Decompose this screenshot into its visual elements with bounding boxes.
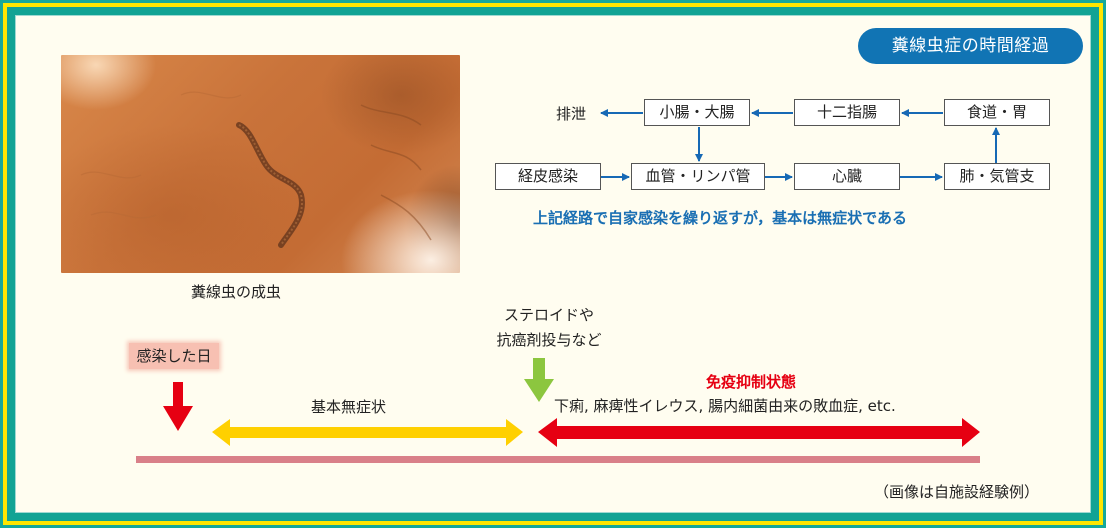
trigger-line-2: 抗癌剤投与など: [496, 331, 602, 349]
footnote: （画像は自施設経験例）: [874, 483, 1040, 501]
photo-caption: 糞線虫の成虫: [191, 283, 282, 301]
trigger-line-1: ステロイドや: [503, 306, 594, 324]
immunosuppressed-label: 免疫抑制状態: [706, 373, 797, 391]
flow-node-blood-lymph-vessels: 血管・リンパ管: [631, 163, 765, 190]
infection-day-label: 感染した日: [129, 343, 219, 369]
flow-arrows: [600, 109, 1000, 181]
content-panel: 糞線虫症の時間経過 糞線虫の成虫 排泄: [15, 15, 1091, 513]
title-badge: 糞線虫症の時間経過: [858, 28, 1083, 64]
worm-illustration: [80, 91, 432, 248]
autoinfection-note: 上記経路で自家感染を繰り返すが，基本は無症状である: [533, 209, 907, 227]
worm-photo: [61, 55, 460, 273]
immunosuppressed-double-arrow: [538, 418, 980, 447]
flow-node-heart: 心臓: [794, 163, 900, 190]
trigger-down-arrow: [524, 358, 554, 402]
flow-node-esophagus-stomach: 食道・胃: [944, 99, 1050, 126]
flow-node-excretion: 排泄: [556, 105, 587, 123]
asymptomatic-label: 基本無症状: [311, 398, 387, 416]
flow-node-percutaneous-infection: 経皮感染: [495, 163, 601, 190]
timeline-arrows: [163, 358, 980, 447]
timeline-baseline: [136, 456, 980, 463]
complications-label: 下痢, 麻痺性イレウス, 腸内細菌由来の敗血症, etc.: [554, 397, 896, 415]
asymptomatic-double-arrow: [212, 419, 523, 446]
flow-node-lungs-bronchi: 肺・気管支: [944, 163, 1050, 190]
flow-node-small-large-intestine: 小腸・大腸: [644, 99, 750, 126]
flow-node-duodenum: 十二指腸: [794, 99, 900, 126]
infection-down-arrow: [163, 382, 193, 431]
